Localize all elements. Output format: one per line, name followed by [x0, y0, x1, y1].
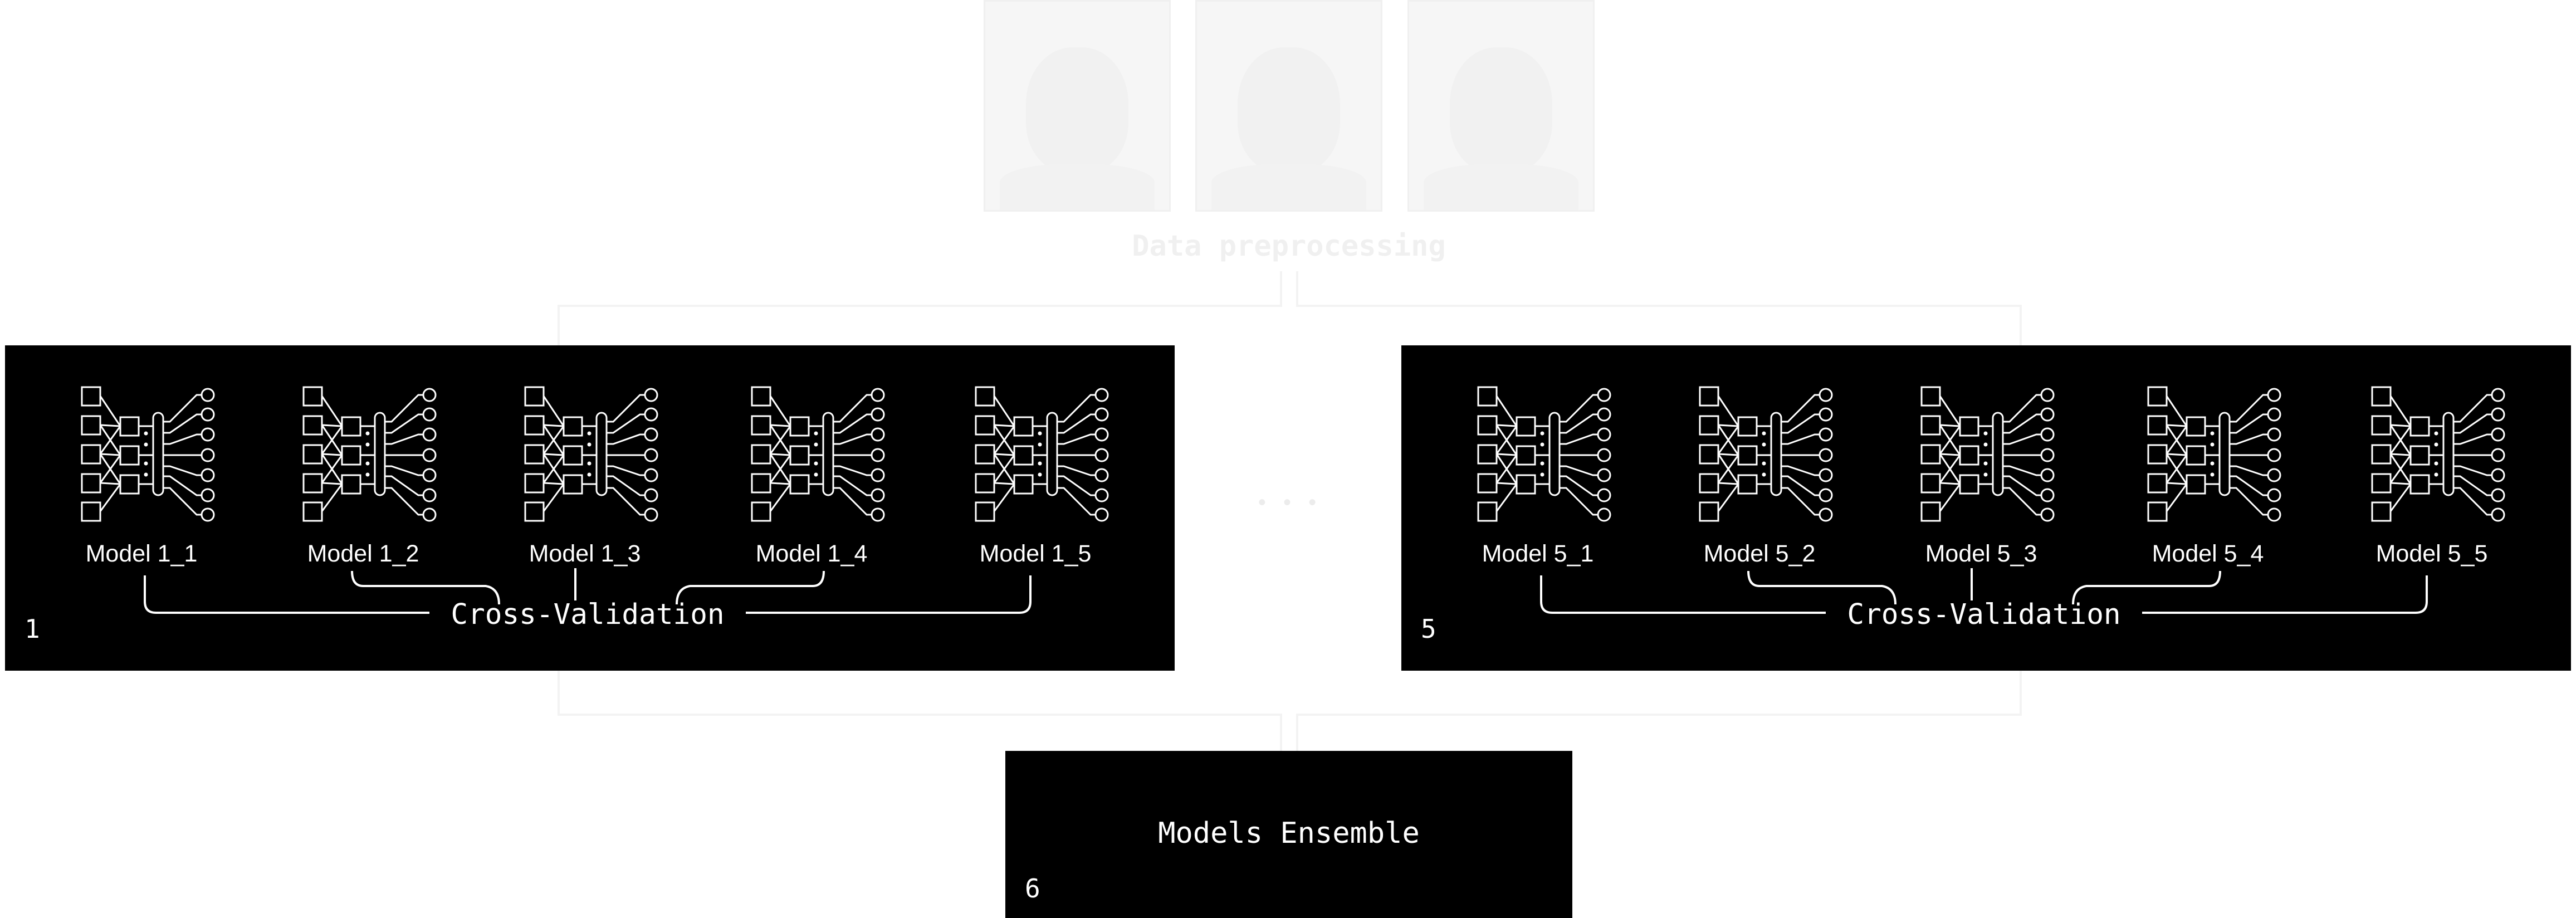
model-group-5: Model 5_1 Model 5_2 Model 5_3 Model 5_4 Mode…	[1401, 345, 2571, 671]
cross-validation-label: Cross-Validation	[451, 598, 724, 631]
model-label: Model 5_1	[1482, 540, 1594, 567]
ensemble-label: Models Ensemble	[1158, 817, 1420, 850]
group-number: 1	[25, 614, 40, 644]
sample-image-1	[984, 0, 1171, 212]
model-label: Model 5_2	[1704, 540, 1816, 567]
cross-validation-label: Cross-Validation	[1847, 598, 2120, 631]
model-label: Model 5_4	[2152, 540, 2264, 567]
neural-network-icon	[2371, 386, 2505, 522]
sample-image-2	[1195, 0, 1382, 212]
sample-image-3	[1407, 0, 1595, 212]
model-group-diagram: Model 1_1 Model 1_2 Model 1_3 Model 1_4 Mode…	[81, 386, 1109, 631]
model-group-1: Model 1_1 Model 1_2 Model 1_3 Model 1_4 Mode…	[5, 345, 1175, 671]
neural-network-icon	[975, 386, 1109, 522]
model-label: Model 1_5	[980, 540, 1092, 567]
group-number: 5	[1421, 614, 1436, 644]
model-label: Model 1_2	[307, 540, 419, 567]
ensemble-number: 6	[1025, 873, 1040, 904]
neural-network-icon	[1477, 386, 1611, 522]
model-label: Model 1_1	[86, 540, 198, 567]
neural-network-icon	[1699, 386, 1833, 522]
model-label: Model 1_3	[529, 540, 641, 567]
neural-network-icon	[751, 386, 885, 522]
model-group-diagram: Model 5_1 Model 5_2 Model 5_3 Model 5_4 Mode…	[1477, 386, 2505, 631]
model-label: Model 1_4	[756, 540, 868, 567]
neural-network-icon	[302, 386, 437, 522]
model-label: Model 5_5	[2376, 540, 2488, 567]
neural-network-icon	[81, 386, 215, 522]
neural-network-icon	[2147, 386, 2281, 522]
cross-validation-bracket	[144, 568, 1032, 614]
cross-validation-bracket	[1540, 568, 2428, 614]
ellipsis: • • •	[1258, 490, 1322, 515]
model-label: Model 5_3	[1925, 540, 2037, 567]
models-ensemble-box: Models Ensemble 6	[1005, 751, 1572, 918]
neural-network-icon	[524, 386, 658, 522]
neural-network-icon	[1920, 386, 2055, 522]
preprocessing-label: Data preprocessing	[1132, 230, 1446, 263]
